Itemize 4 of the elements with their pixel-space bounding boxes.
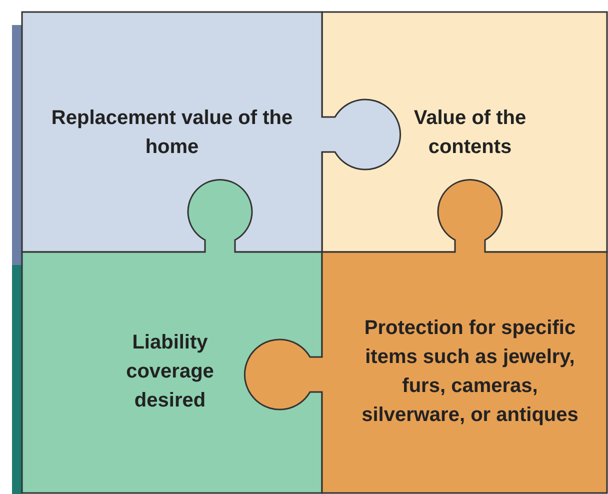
piece-label: Liability coverage desired <box>125 330 215 414</box>
piece-label: Replacement value of the home <box>50 106 294 160</box>
piece-label: Value of the contents <box>412 106 528 160</box>
piece-label: Protection for specific items such as jewelry, furs, cameras, silverware, or antiques <box>360 316 580 428</box>
